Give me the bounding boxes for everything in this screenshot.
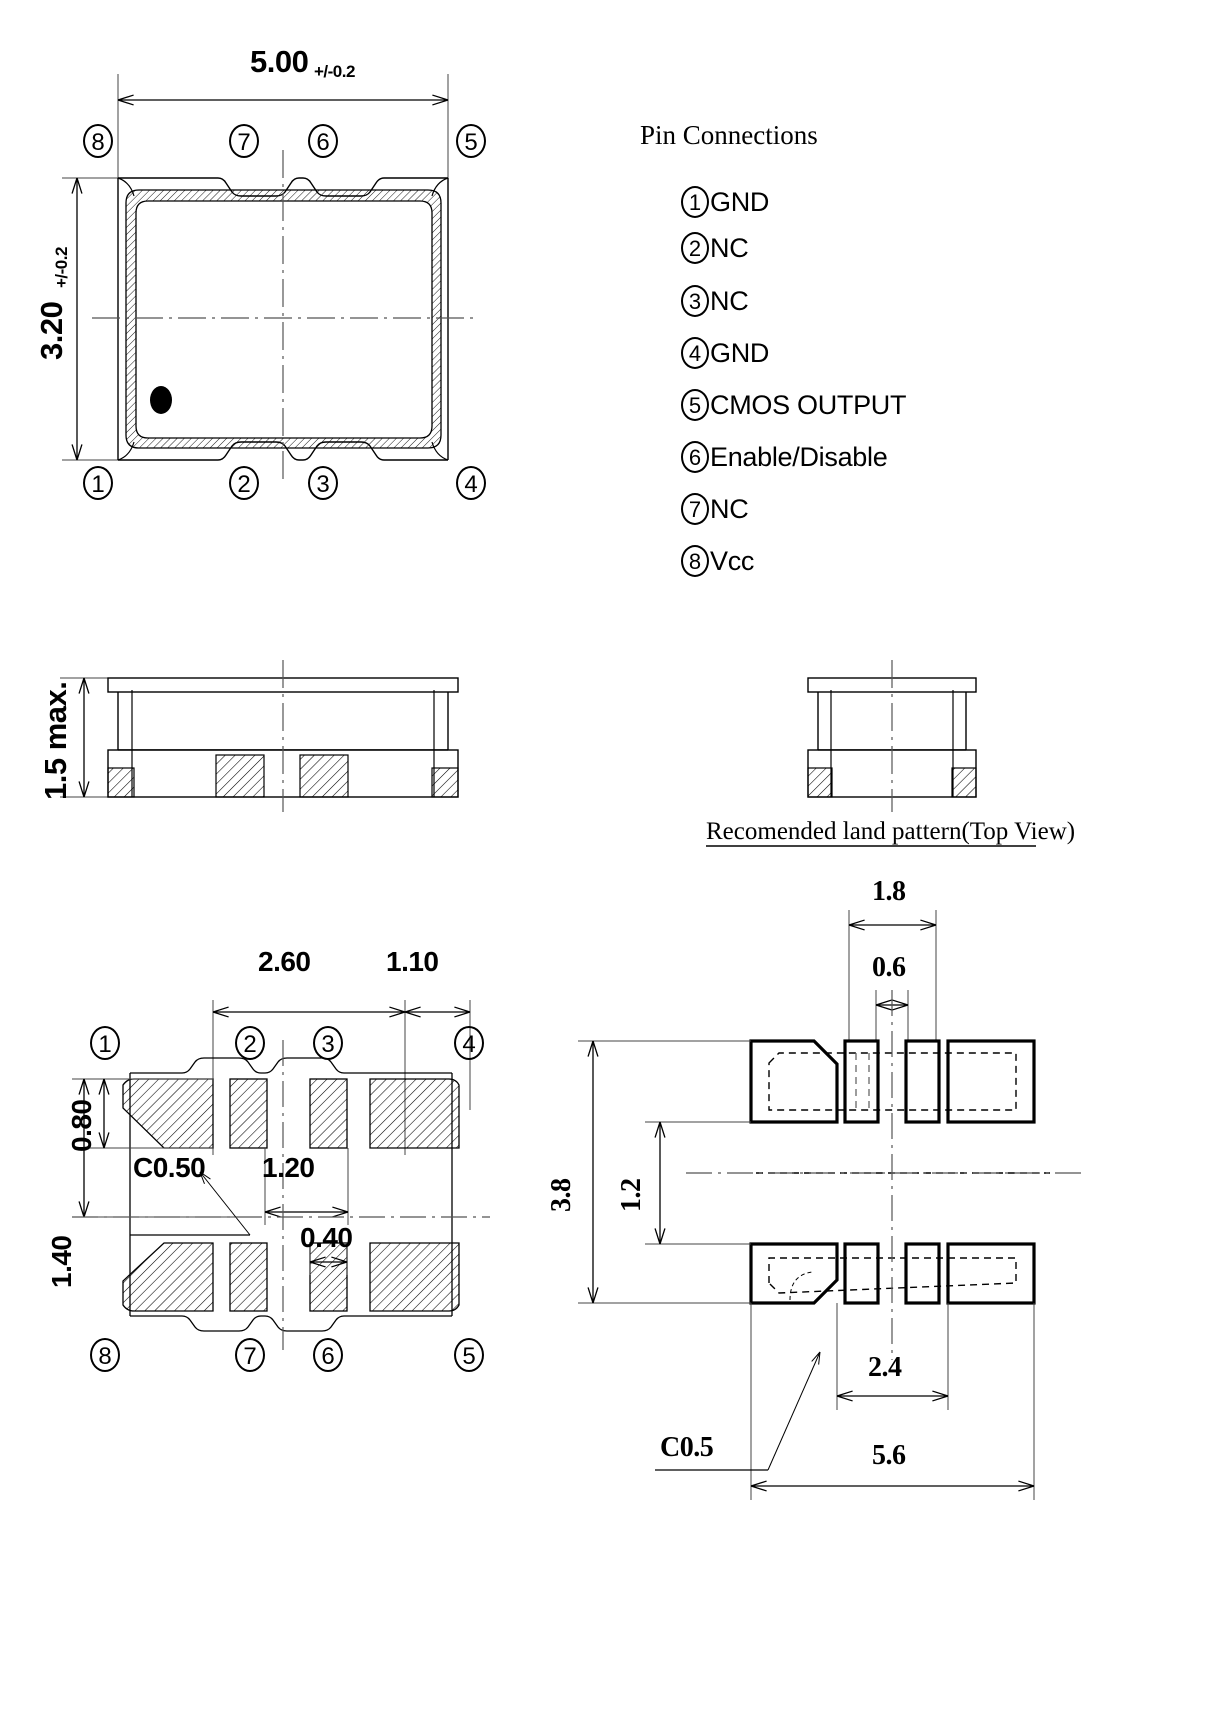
side-view-height-dimension: 1.5 max. [38,681,73,800]
top-view-pin-4: 4 [456,466,486,500]
land-pattern-chamfer-label: C0.5 [660,1432,714,1463]
pin-number-badge: 3 [681,285,709,317]
bottom-view-pin-2: 2 [235,1026,265,1060]
land-pattern-heading: Recomended land pattern(Top View) [706,818,1076,845]
pin-connection-row-3: 3 NC [681,285,749,317]
top-view-pin-3: 3 [308,466,338,500]
top-view-height-dimension: 3.20 [34,301,69,360]
bottom-view-dim-1-20: 1.20 [262,1152,315,1183]
bottom-view-pin-6: 6 [313,1338,343,1372]
bottom-view-pin-3: 3 [313,1026,343,1060]
bottom-view-dim-0-40: 0.40 [300,1222,353,1253]
top-view-width-dimension: 5.00 [250,44,309,79]
top-view-pin-8: 8 [83,124,113,158]
pin-number-badge: 7 [681,493,709,525]
pin-number-badge: 4 [681,337,709,369]
pin-name-label: NC [710,232,749,263]
land-pattern-dim-1-2: 1.2 [616,1178,647,1213]
top-view-pin-7: 7 [229,124,259,158]
land-pattern-dim-1-8: 1.8 [872,876,906,907]
pin-connection-row-5: 5 CMOS OUTPUT [681,389,907,421]
pin-connection-row-4: 4 GND [681,337,769,369]
bottom-view-pin-4: 4 [454,1026,484,1060]
pin-number-badge: 2 [681,232,709,264]
pin-connection-row-1: 1 GND [681,186,769,218]
land-pattern-dim-3-8: 3.8 [546,1178,577,1213]
bottom-view-dim-0-80: 0.80 [66,1099,97,1153]
bottom-view-chamfer-label: C0.50 [133,1152,206,1183]
land-pattern-dim-5-6: 5.6 [872,1440,906,1471]
land-pattern-dim-0-6: 0.6 [872,952,906,983]
pin-connection-row-7: 7 NC [681,493,749,525]
pin-connection-row-8: 8 Vcc [681,545,754,577]
bottom-view-dim-1-10: 1.10 [386,946,439,977]
bottom-view-pin-5: 5 [454,1338,484,1372]
pin-connection-row-2: 2 NC [681,232,749,264]
top-view-pin-1: 1 [83,466,113,500]
pin-name-label: NC [710,493,749,524]
pin-number-badge: 1 [681,186,709,218]
pin-connection-row-6: 6 Enable/Disable [681,441,888,473]
land-pattern-dim-2-4: 2.4 [868,1352,902,1383]
top-view-height-tolerance: +/-0.2 [52,247,71,288]
pin-name-label: Enable/Disable [710,441,888,472]
bottom-view-dim-2-60: 2.60 [258,946,311,977]
pin-number-badge: 8 [681,545,709,577]
bottom-view-pin-8: 8 [90,1338,120,1372]
top-view-pin-6: 6 [308,124,338,158]
pin-name-label: CMOS OUTPUT [710,389,907,420]
pin-name-label: NC [710,285,749,316]
pin-name-label: GND [710,337,770,368]
pin-number-badge: 6 [681,441,709,473]
top-view-width-tolerance: +/-0.2 [314,62,355,81]
bottom-view-dim-1-40: 1.40 [46,1235,77,1289]
bottom-view-pin-7: 7 [235,1338,265,1372]
pin-connections-heading: Pin Connections [640,120,818,150]
pin-name-label: Vcc [710,545,755,576]
top-view-pin-2: 2 [229,466,259,500]
bottom-view-pin-1: 1 [90,1026,120,1060]
top-view-pin-5: 5 [456,124,486,158]
pin-number-badge: 5 [681,389,709,421]
pin-name-label: GND [710,186,770,217]
